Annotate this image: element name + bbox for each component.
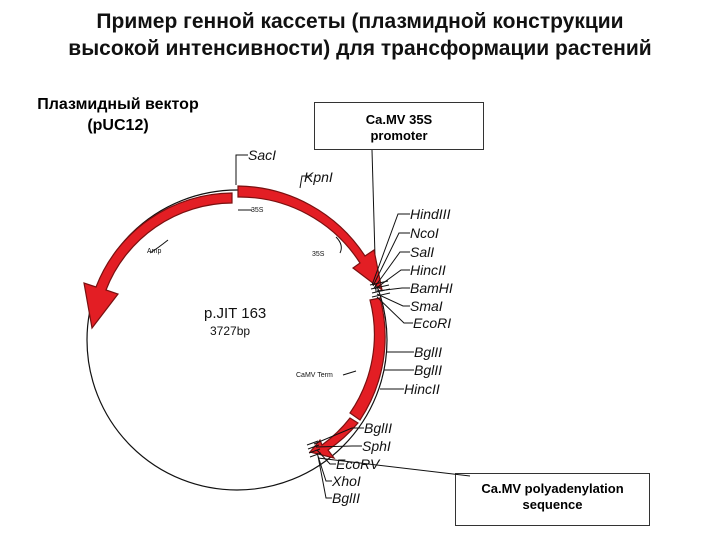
feature-35s-top: 35S xyxy=(251,207,264,214)
site-ecori: EcoRI xyxy=(413,315,451,331)
camv-term-leader xyxy=(342,370,357,376)
site-bglii-3: BglII xyxy=(364,420,392,436)
site-hincii-2: HincII xyxy=(404,381,440,397)
vector-label-line-2: (pUC12) xyxy=(87,117,149,134)
promoter-callout-box: Ca.MV 35S promoter xyxy=(314,102,484,150)
promoter-line-1: Ca.MV 35S xyxy=(365,112,433,127)
mcs1-leaders xyxy=(371,213,413,324)
site-sphi: SphI xyxy=(362,438,391,454)
polya-callout-box: Ca.MV polyadenylation sequence xyxy=(455,473,650,526)
site-bglii-2: BglII xyxy=(414,362,442,378)
vector-label-line-1: Плазмидный вектор xyxy=(37,96,199,113)
s35-right-leader xyxy=(335,236,342,254)
site-sali: SalI xyxy=(410,244,434,260)
amp-leader xyxy=(149,239,169,254)
site-kpni: KpnI xyxy=(304,169,333,185)
site-hincii: HincII xyxy=(410,262,446,278)
site-smai: SmaI xyxy=(410,298,443,314)
feature-35s-right: 35S xyxy=(312,251,325,258)
promoter-arrow xyxy=(237,185,383,292)
site-bglii-4: BglII xyxy=(332,490,360,506)
polya-pointer-line xyxy=(317,457,471,477)
mid-site-leaders xyxy=(380,351,414,390)
vector-label: Плазмидный вектор (pUC12) xyxy=(18,94,218,136)
site-bamhi: BamHI xyxy=(410,280,453,296)
title-line-2: высокой интенсивности) для трансформации… xyxy=(68,37,652,60)
site-xhoi: XhoI xyxy=(331,473,361,489)
site-ncoi: NcoI xyxy=(410,225,439,241)
feature-amp: Amp xyxy=(147,248,162,255)
plasmid-size: 3727bp xyxy=(210,324,250,338)
site-hindiii: HindIII xyxy=(410,206,451,222)
site-bglii-1: BglII xyxy=(414,344,442,360)
bottom-site-leaders xyxy=(313,427,364,499)
title-line-1: Пример генной кассеты (плазмидной констр… xyxy=(96,10,624,33)
amp-arrow xyxy=(83,192,233,330)
site-ecorv: EcoRV xyxy=(336,456,381,472)
page-title: Пример генной кассеты (плазмидной констр… xyxy=(0,8,720,62)
polya-line-1: Ca.MV polyadenylation xyxy=(481,481,624,496)
promoter-line-2: promoter xyxy=(370,128,428,143)
plasmid-name: p.JIT 163 xyxy=(204,305,266,322)
plasmid-backbone xyxy=(86,189,388,491)
feature-camv-term: CaMV Term xyxy=(296,372,333,379)
polya-line-2: sequence xyxy=(522,497,583,512)
kpni-leader xyxy=(299,175,312,189)
cassette-segment xyxy=(349,297,386,421)
site-saci: SacI xyxy=(248,147,276,163)
saci-leader xyxy=(235,154,248,185)
